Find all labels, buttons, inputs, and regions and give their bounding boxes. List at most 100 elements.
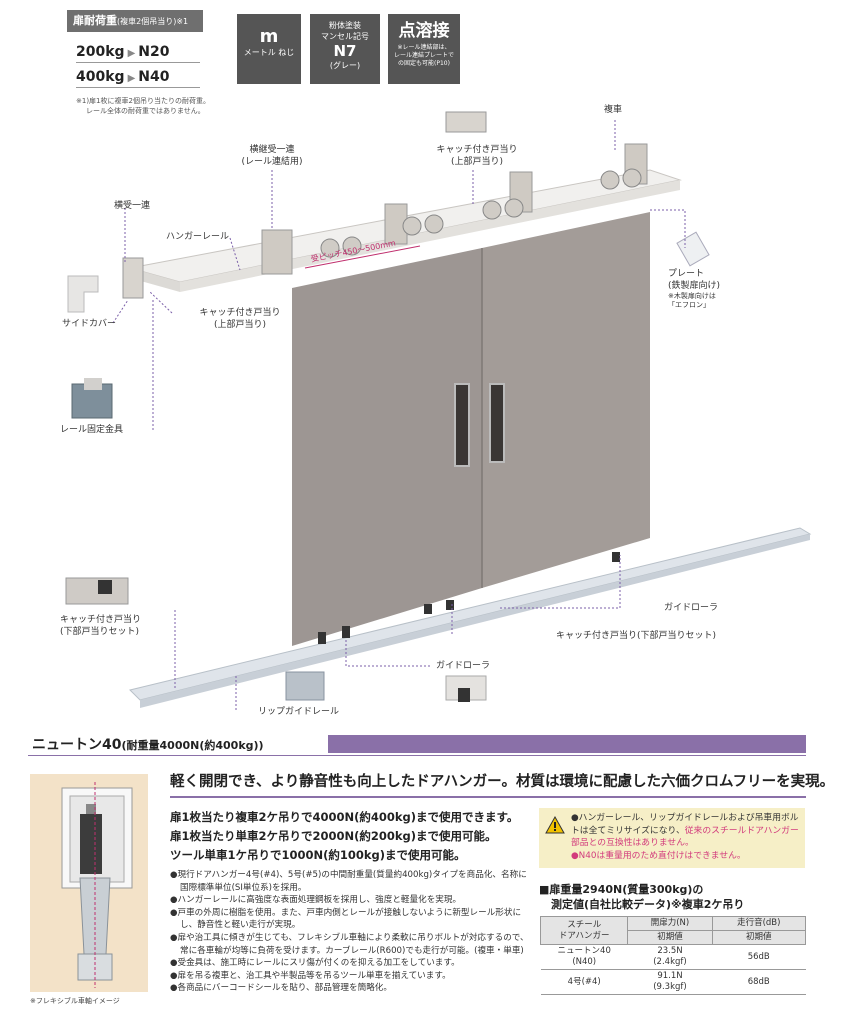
sub-sound: 初期値 xyxy=(711,930,806,945)
feature-item: ●受金具は、施工時にレールにスリ傷が付くのを抑える加工をしています。 xyxy=(170,958,460,969)
capacity-line: 扉1枚当たり複車2ケ吊りで4000N(約400kg)まで使用できます。 xyxy=(170,810,519,824)
comparison-title-line: ■扉重量2940N(質量300kg)の xyxy=(539,883,704,896)
side-cover-part xyxy=(67,275,99,313)
comparison-title-line: 測定値(自社比較データ)※複車2ケ吊り xyxy=(551,898,745,911)
badge-line: 粉体塗装 xyxy=(329,21,361,30)
label-rail-fix: レール固定金具 xyxy=(60,425,124,435)
load-spec-footnote: ※1)扉1枚に複車2個吊り当たりの耐荷重。 レール全体の耐荷重ではありません。 xyxy=(76,96,226,116)
load-spec-header: 扉耐荷重(複車2個吊当り)※1 xyxy=(67,10,203,32)
title-accent-bar xyxy=(328,735,806,753)
label-line: キャッチ付き戸当り xyxy=(199,308,281,318)
load-spec-row-1: 200kg▶N20 xyxy=(76,44,200,63)
badge-title: m xyxy=(259,26,279,47)
capacity-line: ツール単車1ケ吊りで1000N(約100kg)まで使用可能。 xyxy=(170,848,466,862)
flexible-axle-image xyxy=(30,774,148,992)
model-value: N40 xyxy=(138,69,170,85)
cell-line: 23.5N xyxy=(657,946,683,956)
header-line: ドアハンガー xyxy=(558,930,610,941)
cell-line: (2.4kgf) xyxy=(653,957,687,967)
cell-line: (N40) xyxy=(572,957,597,967)
title-divider xyxy=(28,755,806,756)
label-guide-roller-center: ガイドローラ xyxy=(436,661,491,671)
load-spec-sup: ※1 xyxy=(176,17,189,26)
feature-list: ●現行ドアハンガー4号(#4)、5号(#5)の中間耐重量(質量約400kg)タイ… xyxy=(170,869,530,995)
warning-text: ●ハンガーレール、リップガイドレールおよび吊車用ボルトは全てミリサイズになり、 xyxy=(571,813,799,836)
catch-top-part xyxy=(445,111,487,133)
headline: 軽く開閉でき、より静音性も向上したドアハンガー。材質は環境に配慮した六価クロムフ… xyxy=(170,774,835,790)
model-value: N20 xyxy=(138,44,170,60)
label-line: 「エフロン」 xyxy=(668,301,710,309)
load-spec-title: 扉耐荷重 xyxy=(73,14,117,27)
label-line: 横継受一連 xyxy=(249,145,295,155)
catch-bottom-part xyxy=(65,577,129,605)
door-left xyxy=(292,248,482,646)
load-value: 400kg xyxy=(76,69,125,85)
warning-line-1: ●ハンガーレール、リップガイドレールおよび吊車用ボルトは全てミリサイズになり、従… xyxy=(571,812,799,850)
hanger-rail-bottom xyxy=(180,180,680,292)
door-handle-right xyxy=(489,383,505,463)
warning-emphasis: 従来のスチールドアハンガー部品との互換性はありません。 xyxy=(571,825,799,849)
label-guide-roller-right: ガイドローラ xyxy=(664,603,719,613)
label-side-cover: サイドカバー xyxy=(62,319,117,329)
load-spec-note: (複車2個吊当り) xyxy=(117,17,177,26)
label-line: (上部戸当り) xyxy=(213,320,267,330)
compatibility-warning: ●ハンガーレール、リップガイドレールおよび吊車用ボルトは全てミリサイズになり、従… xyxy=(539,808,805,868)
header-line: スチール xyxy=(567,919,602,930)
row-force: 23.5N(2.4kgf) xyxy=(627,944,712,970)
label-catch-top-b: キャッチ付き戸当り (上部戸当り) xyxy=(180,307,300,331)
triangle-right-icon: ▶ xyxy=(127,48,136,59)
label-lip-rail: リップガイドレール xyxy=(258,707,340,717)
door-handle-left xyxy=(454,383,470,467)
flexible-axle-illustration xyxy=(61,782,133,988)
table-row: ニュートン40(N40) 23.5N(2.4kgf) 56dB xyxy=(540,944,806,970)
product-name: ニュートン40 xyxy=(32,737,122,753)
lip-rail-part xyxy=(285,671,325,701)
product-title: ニュートン40(耐重量4000N(約400kg)) xyxy=(32,734,264,754)
door-right xyxy=(482,212,650,588)
label-line: (レール連結用) xyxy=(241,157,303,167)
label-line: (鉄製扉向け) xyxy=(668,281,721,291)
warning-line-2: ●N40は重量用のため直付けはできません。 xyxy=(571,850,746,861)
sub-force: 初期値 xyxy=(627,930,713,945)
label-yokouke: 横受一連 xyxy=(114,201,151,211)
feature-item: ●各商品にバーコードシールを貼り、部品管理を簡略化。 xyxy=(170,983,392,994)
load-value: 200kg xyxy=(76,44,125,60)
spot-weld-badge: 点溶接 ※レール連結部は、 レール連結プレートで の固定も可能(P10) xyxy=(388,14,460,84)
label-line: ※木製扉向けは xyxy=(668,292,716,300)
badge-title: N7 xyxy=(333,42,357,60)
badge-title: 点溶接 xyxy=(398,21,450,41)
joint-bracket xyxy=(261,229,293,275)
assembly-diagram xyxy=(65,111,812,710)
badge-sub: メートル ねじ xyxy=(243,48,295,57)
load-spec-row-2: 400kg▶N40 xyxy=(76,69,200,88)
label-line: プレート xyxy=(668,269,705,279)
label-catch-bottom-left: キャッチ付き戸当り (下部戸当りセット) xyxy=(60,614,141,638)
feature-item: ●扉を吊る複車と、治工具や半製品等を吊るツール単車を揃えています。 xyxy=(170,970,451,981)
comparison-table: スチールドアハンガー 開扉力(N) 走行音(dB) 初期値 初期値 ニュートン4… xyxy=(539,916,806,995)
feature-item: ●扉や治工具に傾きが生じても、フレキシブル車軸により柔軟に吊りボルトが対応するの… xyxy=(170,932,529,956)
product-caption: ※フレキシブル車軸イメージ xyxy=(30,997,120,1005)
row-product: 4号(#4) xyxy=(540,969,628,995)
label-plate: プレート (鉄製扉向け) ※木製扉向けは 「エフロン」 xyxy=(668,268,720,310)
label-catch-top-a: キャッチ付き戸当り (上部戸当り) xyxy=(432,144,522,168)
label-line: (下部戸当りセット) xyxy=(60,627,140,637)
side-bracket xyxy=(122,257,144,299)
cell-line: 4号(#4) xyxy=(567,976,601,987)
label-line: キャッチ付き戸当り xyxy=(436,145,518,155)
comparison-title: ■扉重量2940N(質量300kg)の 測定値(自社比較データ)※複車2ケ吊り xyxy=(539,882,809,912)
product-capacity: (耐重量4000N(約400kg)) xyxy=(121,739,264,752)
feature-item: ●戸車の外周に樹脂を使用。また、戸車内側とレールが接触しないように新型レール形状… xyxy=(170,907,522,931)
col-force: 開扉力(N) xyxy=(627,916,713,931)
metric-thread-badge: m メートル ねじ xyxy=(237,14,301,84)
cell-line: ニュートン40 xyxy=(557,946,611,956)
label-fukusha: 複車 xyxy=(604,105,623,115)
warning-icon xyxy=(545,816,565,834)
label-hanger-rail: ハンガーレール xyxy=(166,232,230,242)
badge-line: レール連結プレートで xyxy=(393,52,454,59)
row-force: 91.1N(9.3kgf) xyxy=(627,969,712,995)
triangle-right-icon: ▶ xyxy=(127,73,136,84)
row-sound: 68dB xyxy=(712,969,806,995)
badge-line: ※レール連結部は、 xyxy=(397,44,451,51)
feature-item: ●現行ドアハンガー4号(#4)、5号(#5)の中間耐重量(質量約400kg)タイ… xyxy=(170,870,527,893)
label-yokotsugi: 横継受一連 (レール連結用) xyxy=(232,144,312,168)
